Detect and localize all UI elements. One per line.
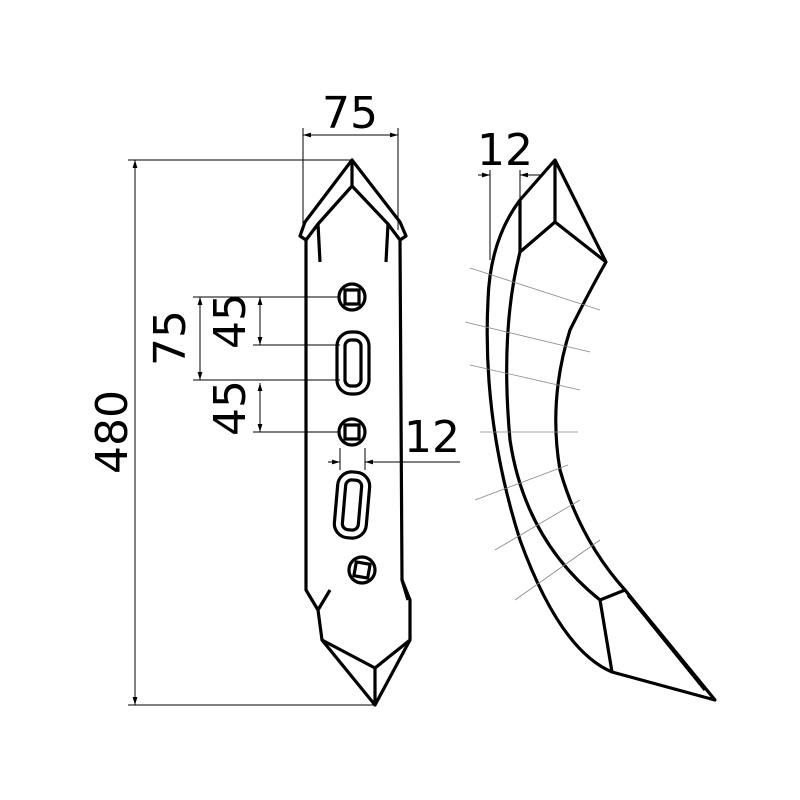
dim-total-length: 480	[87, 390, 138, 474]
dim-hole-spacing-upper: 45	[205, 293, 256, 349]
dim-top-width: 75	[322, 88, 378, 139]
slot-upper	[335, 330, 371, 396]
square-hole-bottom	[347, 555, 377, 585]
blade-side-profile	[464, 158, 717, 702]
slot-lower	[332, 470, 372, 540]
square-hole-top	[337, 282, 367, 312]
square-hole-middle	[337, 417, 367, 447]
dim-hole-spacing-lower: 45	[205, 380, 256, 436]
dimension-lines	[128, 128, 540, 706]
dim-profile-thickness: 12	[477, 125, 533, 176]
dim-hole-span: 75	[145, 310, 196, 366]
dim-slot-width: 12	[404, 412, 460, 463]
